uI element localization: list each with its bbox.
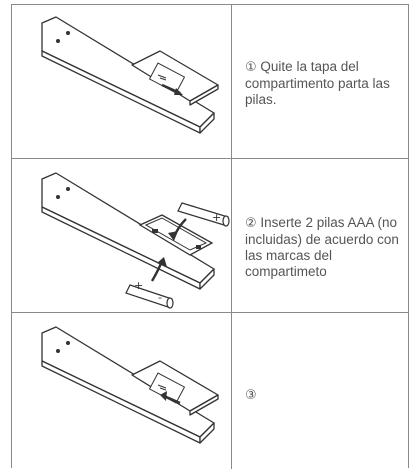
svg-text:+: + — [212, 211, 221, 224]
step-1-text: ① Quite la tapa del compartimento parta … — [245, 59, 405, 108]
close-arrow-icon — [163, 394, 181, 405]
battery-top — [177, 202, 230, 227]
instruction-table: ① Quite la tapa del compartimento parta … — [11, 4, 409, 469]
step-3-text: ③ — [245, 387, 405, 404]
step-1-illustration — [12, 5, 232, 158]
step-3-illustration — [12, 313, 232, 469]
svg-text:-: - — [190, 199, 194, 212]
step-row-3: ③ — [12, 313, 408, 469]
step-2-instruction: Inserte 2 pilas AAA (no incluidas) de ac… — [245, 215, 399, 279]
step-2-number: ② — [245, 216, 257, 231]
step-1-instruction: Quite la tapa del compartimento parta la… — [245, 59, 390, 107]
step-row-1: ① Quite la tapa del compartimento parta … — [12, 5, 408, 159]
svg-text:+: + — [134, 279, 143, 292]
step-row-2: - + + - ② Inserte 2 pilas AAA (no inclui… — [12, 159, 408, 313]
step-2-illustration: - + + - — [12, 159, 232, 312]
svg-text:-: - — [158, 291, 162, 304]
step-3-number: ③ — [245, 388, 257, 403]
battery-bottom — [125, 284, 174, 309]
step-1-number: ① — [245, 60, 257, 75]
step-2-text: ② Inserte 2 pilas AAA (no incluidas) de … — [245, 215, 405, 280]
